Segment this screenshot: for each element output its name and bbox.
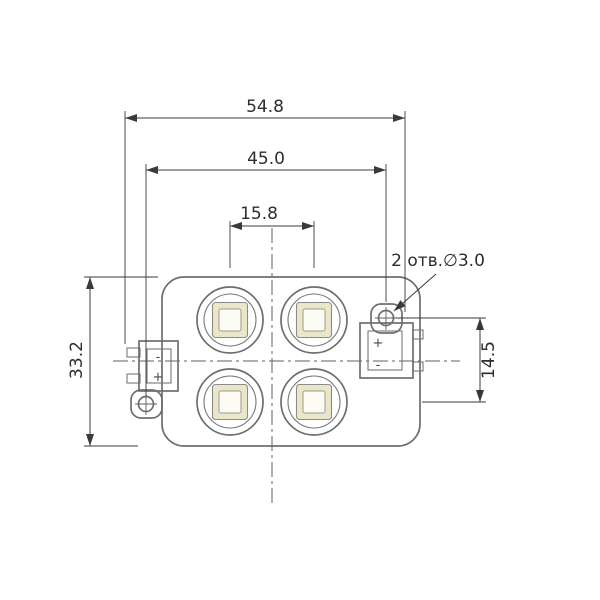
holes-note-label: 2 отв.∅3.0 — [391, 251, 485, 271]
dim-label-hole-offset: 14.5 — [479, 341, 499, 379]
left-connector-inner — [146, 348, 172, 384]
dim-hole-offset: 14.5 — [396, 317, 499, 403]
led-bottom-left — [196, 368, 264, 436]
left-connector-plus-label: + — [153, 370, 164, 385]
right-terminal-lower — [412, 361, 424, 372]
dim-hole-span: 45.0 — [145, 149, 387, 396]
right-connector: + - — [359, 322, 424, 379]
bottom-left-tab — [130, 389, 163, 419]
right-terminal-upper — [412, 329, 424, 340]
left-connector: - + — [126, 340, 179, 392]
left-connector-minus-label: - — [156, 350, 161, 365]
right-connector-inner — [367, 330, 403, 371]
dim-overall-width: 54.8 — [124, 97, 406, 344]
dim-label-overall-width: 54.8 — [246, 97, 284, 117]
left-terminal-lower — [126, 373, 141, 384]
dim-label-hole-span: 45.0 — [247, 149, 285, 169]
dim-label-body-height: 33.2 — [67, 341, 87, 379]
mounting-tab-top-right — [370, 303, 403, 334]
right-connector-minus-label: - — [376, 358, 381, 373]
holes-note-leader — [393, 273, 437, 312]
left-terminal-upper — [126, 347, 141, 358]
led-top-right — [280, 286, 348, 354]
dim-label-led-pitch: 15.8 — [240, 204, 278, 224]
dim-led-pitch: 15.8 — [229, 204, 315, 268]
mounting-tab-bottom-left — [130, 389, 163, 419]
top-right-tab — [370, 303, 403, 334]
right-connector-body — [359, 322, 414, 379]
left-connector-body — [138, 340, 179, 392]
dim-body-height: 33.2 — [67, 276, 158, 447]
right-connector-plus-label: + — [373, 336, 384, 351]
holes-note: 2 отв.∅3.0 — [391, 251, 485, 312]
led-top-left — [196, 286, 264, 354]
led-bottom-right — [280, 368, 348, 436]
